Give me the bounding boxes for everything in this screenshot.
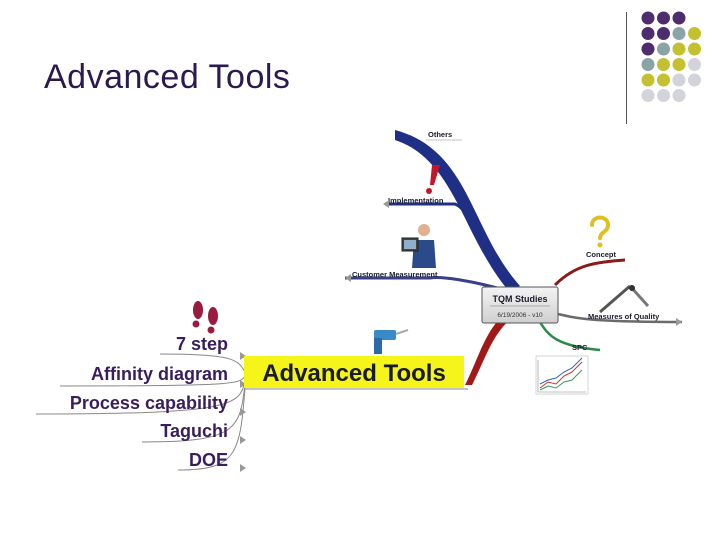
center-node-box[interactable]: [481, 286, 559, 324]
child-doe[interactable]: DOE: [189, 450, 228, 470]
branch-implementation: [385, 202, 517, 289]
implementation-arrow: [383, 200, 389, 208]
center-node-sublabel: 6/19/2006 - v10: [497, 312, 543, 319]
decor-dot: [641, 42, 655, 56]
decor-dot: [688, 42, 701, 56]
title-divider: [626, 12, 627, 124]
decor-dot: [672, 27, 686, 40]
branch-measures: [557, 312, 683, 324]
spc-chart-icon: [535, 355, 589, 395]
branch-label-concept[interactable]: Concept: [586, 250, 617, 259]
measures-arrow: [676, 318, 682, 326]
branch-label-others[interactable]: Others: [428, 130, 452, 139]
slide-title: Advanced Tools: [44, 58, 291, 96]
advanced-tools-node-box[interactable]: [244, 356, 464, 388]
decor-dot: [672, 42, 686, 56]
customer-arrow: [345, 274, 351, 282]
decor-dot: [657, 58, 670, 71]
decor-dot: [657, 42, 670, 56]
decor-dot: [657, 11, 670, 25]
branch-label-measures-of-quality[interactable]: Measures of Quality: [588, 312, 660, 321]
branch-label-spc[interactable]: SPC: [572, 343, 588, 352]
decor-dot: [641, 89, 655, 102]
decor-dot: [672, 89, 686, 102]
decor-dot: [688, 58, 701, 71]
decor-dot: [657, 27, 670, 40]
decor-dot: [688, 27, 701, 40]
child-taguchi[interactable]: Taguchi: [160, 421, 228, 441]
branch-advanced: [465, 314, 512, 385]
person-at-computer-icon: [401, 224, 436, 268]
branch-label-customer-measurement[interactable]: Customer Measurement: [352, 270, 438, 279]
question-mark-icon: [590, 215, 611, 248]
center-node-label: TQM Studies: [492, 294, 547, 304]
branch-concept: [553, 258, 626, 287]
advanced-tools-label: Advanced Tools: [262, 360, 446, 387]
decor-dot: [657, 89, 670, 102]
decor-dot: [657, 73, 670, 87]
compass-icon: [599, 284, 650, 314]
decorative-dot-grid: [641, 11, 701, 102]
branch-label-implementation[interactable]: Implementation: [388, 196, 444, 205]
decor-dot: [672, 73, 686, 87]
decor-dot: [641, 73, 655, 87]
advanced-children-connectors: [35, 353, 246, 471]
decor-dot: [641, 27, 655, 40]
exclamation-icon: [426, 165, 440, 194]
advanced-children-arrows: [240, 352, 246, 472]
footprints-icon: [192, 301, 218, 334]
decor-dot: [688, 73, 701, 87]
branch-spc: [538, 321, 601, 352]
child-7-step[interactable]: 7 step: [176, 334, 228, 354]
decor-dot: [641, 58, 655, 71]
child-process-capability[interactable]: Process capability: [70, 393, 228, 413]
decor-dot: [672, 58, 686, 71]
child-affinity-diagram[interactable]: Affinity diagram: [91, 364, 228, 384]
drill-icon: [374, 329, 409, 354]
decor-dot: [672, 11, 686, 25]
decor-dot: [641, 11, 655, 25]
